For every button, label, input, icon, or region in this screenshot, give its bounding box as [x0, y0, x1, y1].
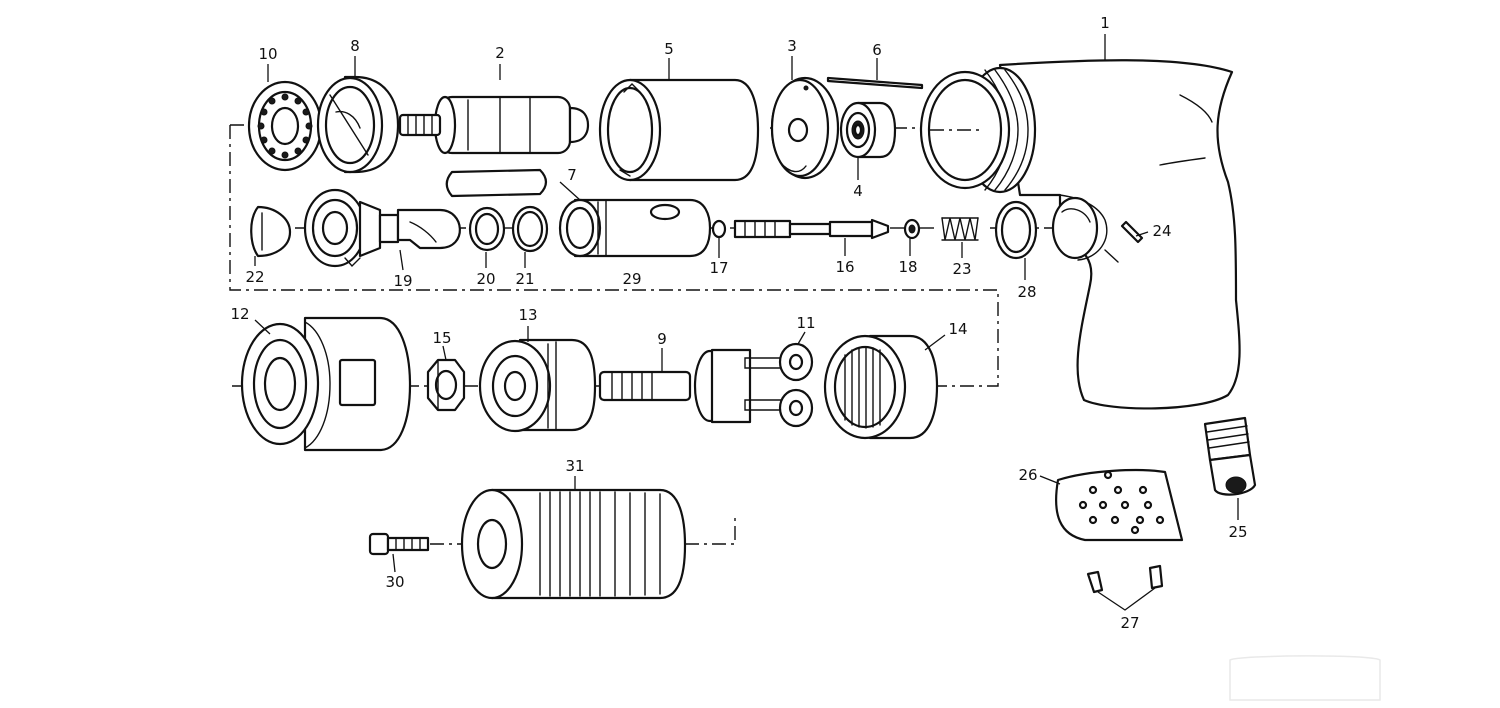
callout-9: 9: [657, 330, 667, 348]
part-17-o-ring: [711, 219, 727, 239]
callout-31: 31: [565, 457, 584, 475]
callout-25: 25: [1228, 523, 1247, 541]
part-14-ring-gear: [823, 334, 939, 440]
callout-27: 27: [1120, 614, 1139, 632]
part-6-pin: [826, 76, 924, 90]
callout-8: 8: [350, 37, 360, 55]
callout-2: 2: [495, 44, 505, 62]
callout-10: 10: [258, 45, 277, 63]
callout-15: 15: [432, 329, 451, 347]
part-13-bearing-housing: [478, 338, 597, 433]
part-7-vane: [445, 168, 548, 198]
part-15-nut: [426, 358, 466, 412]
callout-28: 28: [1017, 283, 1036, 301]
callout-17: 17: [709, 259, 728, 277]
callout-26: 26: [1018, 466, 1037, 484]
part-16-valve-stem: [733, 218, 890, 240]
part-12-spindle-housing: [240, 316, 412, 452]
callout-labels: 1 2 3 4 5 6 7 8 9 10 11 12 13 14 15 16 1…: [230, 14, 1247, 632]
callout-7: 7: [567, 166, 577, 184]
callout-29: 29: [622, 270, 641, 288]
callout-4: 4: [853, 182, 863, 200]
part-26-pad: [1055, 469, 1184, 542]
callout-13: 13: [518, 306, 537, 324]
part-18-washer: [903, 218, 921, 240]
part-23-spring: [941, 217, 979, 241]
part-27-screws: [1086, 564, 1164, 594]
part-8-end-plate: [316, 75, 400, 174]
callout-16: 16: [835, 258, 854, 276]
callout-11: 11: [796, 314, 815, 332]
callout-19: 19: [393, 272, 412, 290]
callout-6: 6: [872, 41, 882, 59]
part-9-spindle: [598, 348, 791, 424]
part-5-cylinder: [598, 78, 760, 182]
part-25-air-inlet: [1203, 416, 1257, 496]
callout-20: 20: [476, 270, 495, 288]
part-29-throttle-body: [558, 198, 712, 258]
callout-18: 18: [898, 258, 917, 276]
callout-23: 23: [952, 260, 971, 278]
part-3-rear-plate: [770, 76, 840, 180]
part-24-pin: [1120, 220, 1144, 244]
part-2-rotor: [398, 95, 590, 155]
callout-1: 1: [1100, 14, 1110, 32]
callout-14: 14: [948, 320, 967, 338]
callout-22: 22: [245, 268, 264, 286]
callout-21: 21: [515, 270, 534, 288]
faint-artifact: [1229, 655, 1381, 701]
part-21-ring: [511, 205, 549, 253]
leader-lines: [254, 34, 1239, 611]
callout-3: 3: [787, 37, 797, 55]
part-20-washer: [468, 206, 506, 252]
part-4-bearing: [839, 101, 897, 159]
callout-30: 30: [385, 573, 404, 591]
part-28-gasket: [994, 200, 1038, 260]
part-19-valve-assembly: [303, 188, 461, 268]
callout-5: 5: [664, 40, 674, 58]
part-1-housing: [919, 59, 1241, 410]
part-10-bearing: [247, 80, 323, 172]
part-22-cap: [250, 205, 292, 258]
part-11-planet-gears: [778, 342, 814, 428]
callout-24: 24: [1152, 222, 1171, 240]
part-31-chuck: [460, 488, 687, 600]
callout-12: 12: [230, 305, 249, 323]
part-30-chuck-key-screw: [368, 532, 430, 556]
